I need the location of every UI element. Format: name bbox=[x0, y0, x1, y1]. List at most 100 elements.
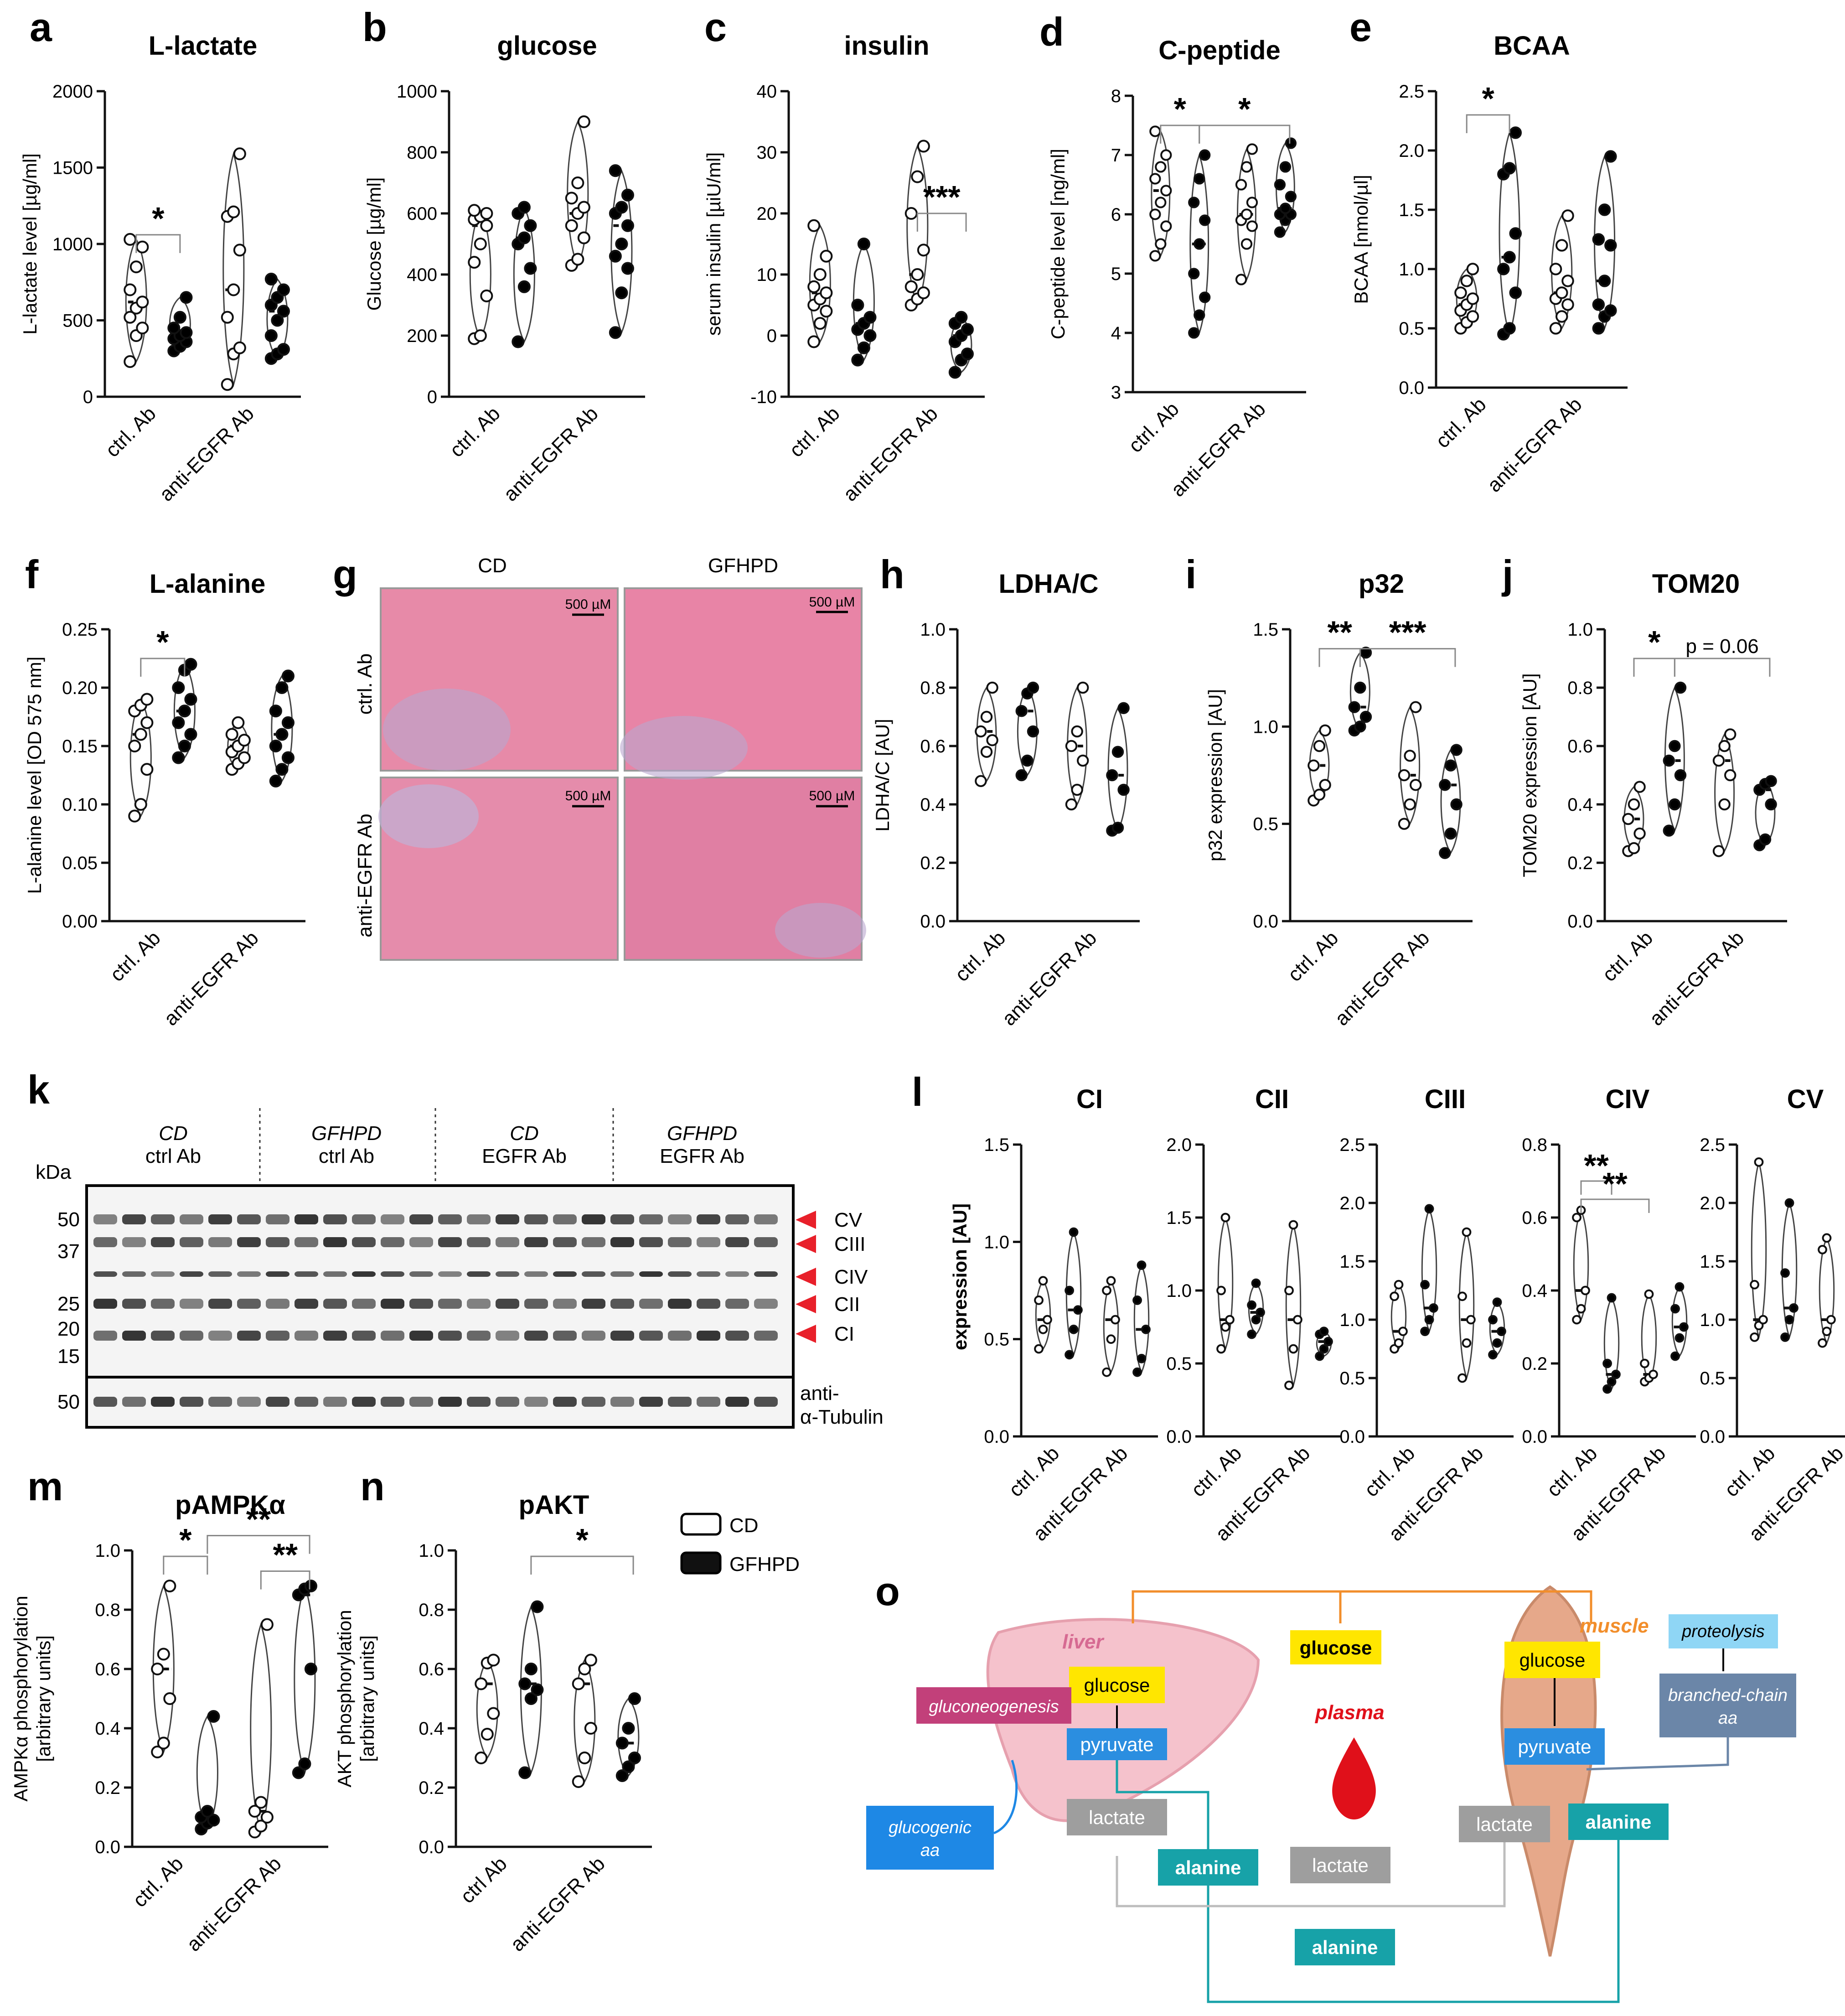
blot-band bbox=[697, 1299, 720, 1309]
blot-band bbox=[610, 1271, 634, 1277]
data-point bbox=[180, 326, 193, 339]
blot-band bbox=[381, 1331, 404, 1341]
glucogenic-aa-label: glucogenic bbox=[889, 1818, 972, 1837]
data-point bbox=[178, 739, 191, 753]
alanine-pathway-arrow bbox=[1116, 1751, 1620, 2003]
data-point bbox=[1106, 1276, 1116, 1286]
chart-title: p32 bbox=[1359, 569, 1404, 599]
significance-bracket bbox=[1199, 124, 1291, 144]
data-point bbox=[621, 188, 634, 202]
data-point bbox=[1576, 1304, 1586, 1314]
blot-band bbox=[524, 1271, 548, 1277]
y-tick-label: 1.5 bbox=[1399, 200, 1424, 220]
y-axis-label: expression [AU] bbox=[949, 1203, 971, 1350]
histology-texture bbox=[383, 689, 511, 771]
y-tick-label: 0.5 bbox=[1166, 1354, 1192, 1374]
data-point bbox=[904, 280, 918, 293]
muscle-alanine-label: alanine bbox=[1586, 1811, 1652, 1833]
data-point bbox=[232, 716, 245, 729]
data-point bbox=[1149, 250, 1161, 262]
chart-title: CIV bbox=[1606, 1084, 1650, 1114]
x-group-label: anti-EGFR Ab bbox=[997, 927, 1101, 1030]
data-point bbox=[480, 289, 493, 302]
significance-label: ** bbox=[273, 1537, 298, 1573]
y-tick-label: 20 bbox=[757, 204, 777, 224]
blot-band bbox=[237, 1214, 261, 1224]
y-axis-label: AKT phosphorylation bbox=[334, 1610, 355, 1787]
y-tick-label: 1000 bbox=[397, 82, 437, 102]
data-point bbox=[124, 311, 137, 324]
data-point bbox=[1111, 746, 1124, 758]
blot-band bbox=[639, 1271, 663, 1277]
data-point bbox=[904, 207, 918, 220]
data-point bbox=[238, 734, 251, 747]
x-group-label: anti-EGFR Ab bbox=[506, 1852, 610, 1956]
kda-marker: 37 bbox=[57, 1240, 80, 1263]
significance-label: ** bbox=[1584, 1148, 1609, 1183]
data-point bbox=[1246, 220, 1258, 232]
data-point bbox=[264, 329, 278, 342]
y-tick-label: 0.8 bbox=[920, 678, 946, 698]
y-tick-label: 0.5 bbox=[1399, 319, 1424, 339]
lactate-pathway-arrow bbox=[1116, 1842, 1506, 1907]
blot-ab-label: ctrl Ab bbox=[319, 1145, 374, 1167]
blot-band bbox=[208, 1397, 232, 1407]
data-point bbox=[1712, 845, 1725, 857]
glucogenic-aa-box bbox=[866, 1806, 994, 1870]
data-point bbox=[1622, 813, 1634, 825]
plasma-alanine-box bbox=[1295, 1929, 1395, 1965]
significance-label: * bbox=[179, 1522, 192, 1558]
data-point bbox=[1439, 779, 1451, 791]
data-point bbox=[201, 1804, 214, 1818]
blot-band bbox=[668, 1271, 692, 1277]
data-point bbox=[1488, 1315, 1498, 1325]
blot-band bbox=[352, 1299, 376, 1309]
y-tick-label: 0 bbox=[767, 326, 777, 346]
violin bbox=[1285, 1222, 1302, 1388]
data-point bbox=[1424, 1315, 1434, 1325]
blot-band bbox=[697, 1397, 720, 1407]
blot-band bbox=[208, 1331, 232, 1341]
panel-label: c bbox=[704, 5, 727, 50]
blot-band bbox=[151, 1331, 175, 1341]
data-point bbox=[1155, 161, 1167, 173]
blot-band bbox=[582, 1397, 605, 1407]
y-tick-label: 1000 bbox=[52, 234, 93, 254]
blot-band bbox=[295, 1331, 318, 1341]
blot-band bbox=[438, 1271, 462, 1277]
y-tick-label: 2.0 bbox=[1339, 1193, 1365, 1213]
blot-band bbox=[725, 1397, 749, 1407]
blot-band bbox=[237, 1271, 261, 1277]
data-point bbox=[1598, 203, 1611, 216]
blot-band bbox=[409, 1331, 433, 1341]
blot-band bbox=[697, 1237, 720, 1247]
data-point bbox=[225, 728, 238, 741]
significance-bracket bbox=[1466, 114, 1510, 133]
data-point bbox=[1313, 740, 1326, 752]
significance-label: * bbox=[1482, 81, 1494, 116]
blot-band bbox=[323, 1299, 347, 1309]
liver-pyruvate-box bbox=[1067, 1728, 1167, 1760]
y-tick-label: 0.8 bbox=[419, 1600, 444, 1620]
y-tick-label: 0.4 bbox=[920, 795, 946, 815]
data-point bbox=[1073, 1305, 1083, 1315]
data-point bbox=[1604, 239, 1617, 252]
blot-band bbox=[553, 1331, 577, 1341]
gluconeogenesis-label: gluconeogenesis bbox=[929, 1697, 1059, 1716]
data-point bbox=[1765, 775, 1777, 788]
blot-band bbox=[668, 1397, 692, 1407]
liver-lactate-label: lactate bbox=[1089, 1807, 1145, 1828]
data-point bbox=[1194, 173, 1205, 185]
data-point bbox=[1359, 710, 1372, 723]
data-point bbox=[615, 237, 628, 251]
y-tick-label: 10 bbox=[757, 265, 777, 285]
liver-label: liver bbox=[1062, 1631, 1105, 1653]
data-point bbox=[1604, 304, 1617, 317]
data-point bbox=[1279, 161, 1292, 173]
data-point bbox=[531, 1683, 544, 1696]
liver-lactate-box bbox=[1067, 1799, 1167, 1835]
data-point bbox=[1390, 1291, 1399, 1301]
plasma-glucose-box bbox=[1290, 1630, 1381, 1664]
